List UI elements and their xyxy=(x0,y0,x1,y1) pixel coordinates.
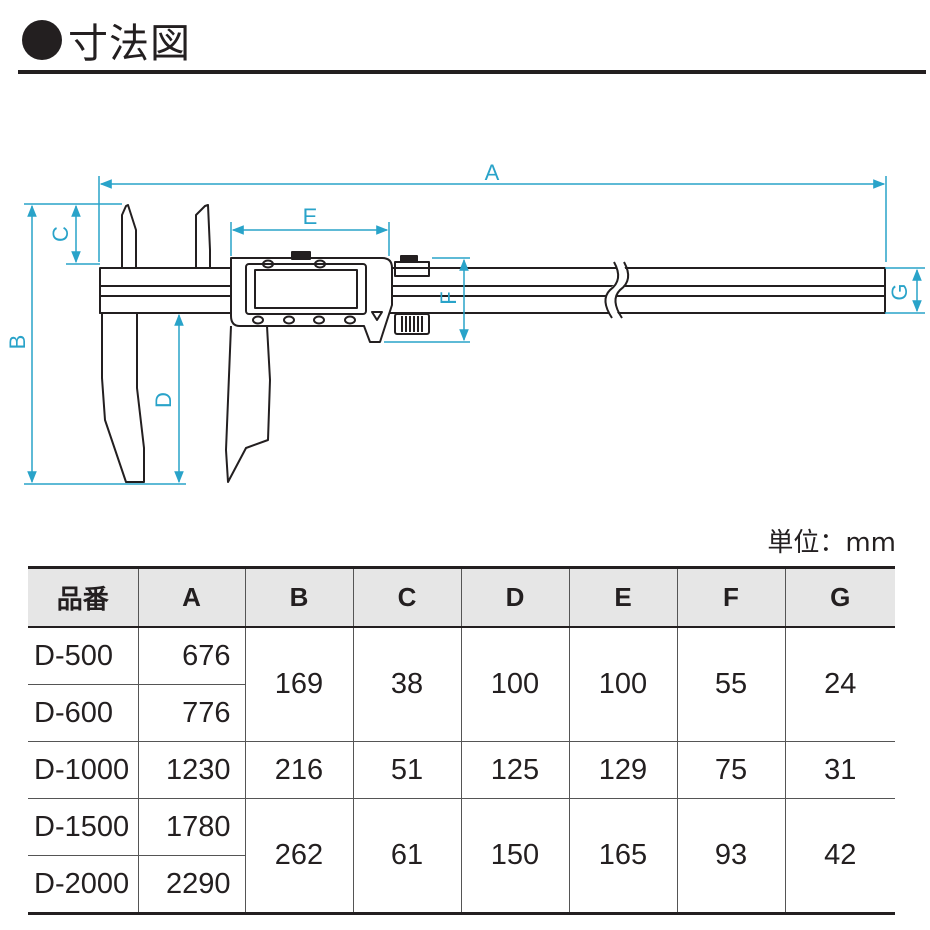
dim-label-b: B xyxy=(5,335,30,350)
cell-c: 38 xyxy=(352,627,462,742)
header-b: B xyxy=(244,566,354,628)
table-row: D-2000 2290 xyxy=(28,855,895,915)
cell-e: 100 xyxy=(568,627,678,742)
cell-f: 55 xyxy=(676,627,786,742)
table-row: D-500 676 169 38 100 100 55 24 xyxy=(28,627,895,742)
cell-d: 100 xyxy=(460,627,570,742)
cell-c: 51 xyxy=(352,741,462,799)
dim-label-a: A xyxy=(485,160,500,185)
header-model: 品番 xyxy=(28,566,139,628)
header-e: E xyxy=(568,566,678,628)
dim-label-g: G xyxy=(887,283,912,300)
cell-d: 125 xyxy=(460,741,570,799)
cell-b: 216 xyxy=(244,741,354,799)
caliper-outline xyxy=(99,204,886,483)
cell-f: 93 xyxy=(676,798,786,915)
cell-model: D-1000 xyxy=(28,741,139,799)
cell-a: 1230 xyxy=(137,741,246,799)
cell-model: D-600 xyxy=(28,684,139,742)
header-d: D xyxy=(460,566,570,628)
cell-a: 776 xyxy=(137,684,245,742)
page-title-text: 寸法図 xyxy=(68,21,191,67)
caliper-dimension-diagram: A E B C D F G xyxy=(5,160,925,485)
cell-a: 676 xyxy=(137,627,246,685)
header-f: F xyxy=(676,566,786,628)
dim-label-f: F xyxy=(436,291,461,304)
cell-e: 129 xyxy=(568,741,678,799)
cell-a: 2290 xyxy=(137,855,245,915)
title-underline xyxy=(18,70,926,74)
cell-g: 42 xyxy=(784,798,895,915)
dim-label-c: C xyxy=(48,226,73,242)
cell-a: 1780 xyxy=(137,798,246,856)
cell-g: 31 xyxy=(784,741,895,799)
table-row: D-1500 1780 262 61 150 165 93 42 xyxy=(28,798,895,915)
dimension-table: 品番 A B C D E F G D-500 676 169 38 100 10… xyxy=(28,566,895,915)
header-g: G xyxy=(784,566,895,628)
header-a: A xyxy=(137,566,246,628)
cell-e: 165 xyxy=(568,798,678,915)
unit-label: 単位：mm xyxy=(767,528,896,558)
header-c: C xyxy=(352,566,462,628)
table-row: D-600 776 xyxy=(28,684,895,742)
cell-f: 75 xyxy=(676,741,786,799)
dim-label-d: D xyxy=(151,392,176,408)
cell-model: D-500 xyxy=(28,627,139,685)
cell-b: 169 xyxy=(244,627,354,742)
cell-model: D-2000 xyxy=(28,855,139,915)
cell-d: 150 xyxy=(460,798,570,915)
bullet-icon xyxy=(22,20,62,60)
dimension-lines xyxy=(24,176,925,485)
page-title: 寸法図 xyxy=(22,10,191,70)
dim-label-e: E xyxy=(303,204,318,229)
cell-g: 24 xyxy=(784,627,895,742)
cell-b: 262 xyxy=(244,798,354,915)
table-header-row: 品番 A B C D E F G xyxy=(28,566,895,628)
cell-c: 61 xyxy=(352,798,462,915)
table-row: D-1000 1230 216 51 125 129 75 31 xyxy=(28,741,895,799)
cell-model: D-1500 xyxy=(28,798,139,856)
